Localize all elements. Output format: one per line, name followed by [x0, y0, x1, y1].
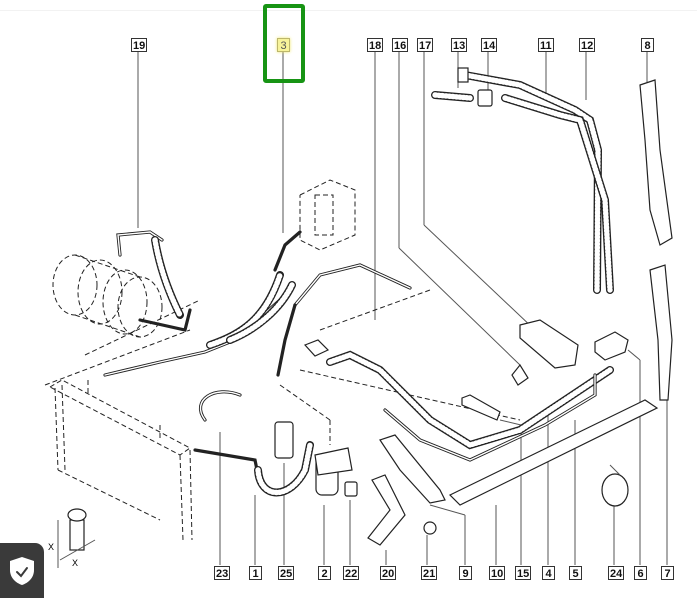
callout-3-highlighted[interactable]: 3 — [277, 38, 290, 52]
brackets — [198, 67, 673, 546]
callout-8[interactable]: 8 — [641, 38, 654, 52]
top-divider — [0, 10, 697, 11]
callout-16[interactable]: 16 — [392, 38, 409, 52]
callout-15[interactable]: 15 — [515, 566, 532, 580]
dimension-label-x2: X — [72, 558, 78, 568]
bolt-dimension-symbol: X X — [48, 508, 96, 568]
security-shield-button[interactable] — [0, 543, 44, 598]
dimension-label-x: X — [48, 542, 54, 552]
callout-13[interactable]: 13 — [451, 38, 468, 52]
callout-14[interactable]: 14 — [481, 38, 498, 52]
callout-17[interactable]: 17 — [417, 38, 434, 52]
callout-9[interactable]: 9 — [459, 566, 472, 580]
callout-10[interactable]: 10 — [489, 566, 506, 580]
callout-1[interactable]: 1 — [249, 566, 262, 580]
callout-7[interactable]: 7 — [661, 566, 674, 580]
expansion-valve — [299, 179, 356, 251]
callout-18[interactable]: 18 — [367, 38, 384, 52]
condenser — [48, 379, 193, 541]
callout-12[interactable]: 12 — [579, 38, 596, 52]
hoses — [103, 71, 614, 497]
callout-22[interactable]: 22 — [343, 566, 360, 580]
callout-4[interactable]: 4 — [542, 566, 555, 580]
compressor — [52, 254, 163, 338]
callout-5[interactable]: 5 — [569, 566, 582, 580]
shield-check-icon — [10, 556, 34, 585]
callout-19[interactable]: 19 — [131, 38, 148, 52]
highlight-box — [263, 4, 305, 83]
callout-21[interactable]: 21 — [421, 566, 438, 580]
callout-2[interactable]: 2 — [318, 566, 331, 580]
callout-6[interactable]: 6 — [634, 566, 647, 580]
callout-23[interactable]: 23 — [214, 566, 231, 580]
callout-11[interactable]: 11 — [538, 38, 554, 52]
callout-25[interactable]: 25 — [278, 566, 295, 580]
callout-20[interactable]: 20 — [380, 566, 397, 580]
callout-24[interactable]: 24 — [608, 566, 625, 580]
leader-lines — [137, 52, 668, 565]
